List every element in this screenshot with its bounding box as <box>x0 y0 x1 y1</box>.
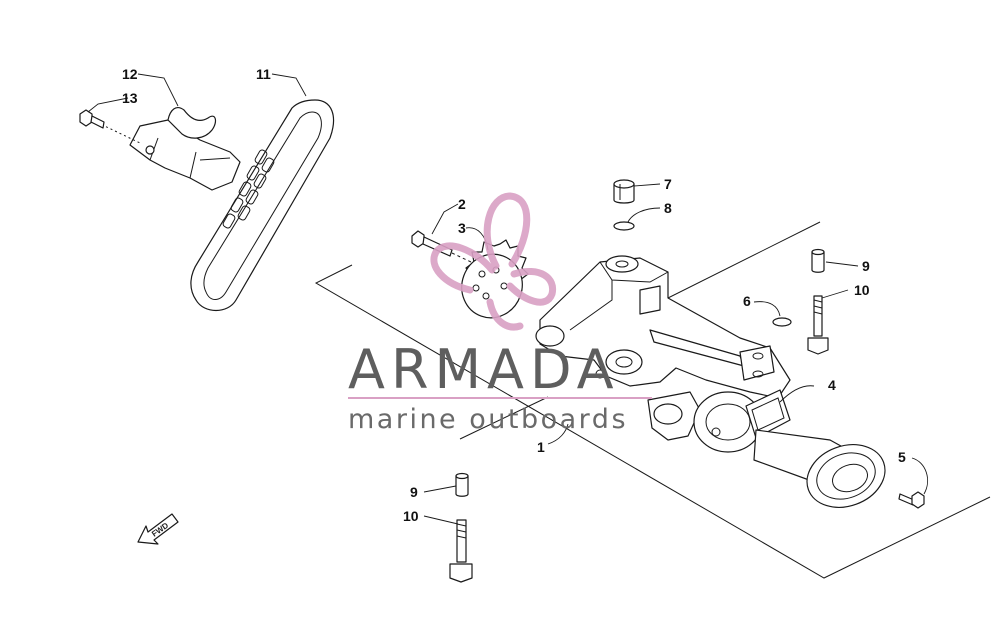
callout-1: 1 <box>537 439 545 455</box>
chain-tensioner <box>129 107 241 191</box>
bolt-10-upper <box>807 295 829 355</box>
forward-arrow-icon: FWD <box>137 513 179 545</box>
timing-chain <box>190 99 335 312</box>
o-ring-8 <box>613 221 635 231</box>
callout-12: 12 <box>122 66 138 82</box>
callout-2: 2 <box>458 196 466 212</box>
oil-pump-body <box>535 255 791 453</box>
callout-10-upper: 10 <box>854 282 870 298</box>
leader-lines <box>87 73 928 525</box>
callout-9-lower: 9 <box>410 484 418 500</box>
callout-7: 7 <box>664 176 672 192</box>
oil-strainer <box>753 429 886 508</box>
callout-9-upper: 9 <box>862 258 870 274</box>
gasket <box>745 389 791 439</box>
callout-3: 3 <box>458 220 466 236</box>
brand-tagline: marine outboards <box>348 404 628 435</box>
dowel-9-upper <box>811 248 825 273</box>
callout-13: 13 <box>122 90 138 106</box>
bolt-13 <box>79 109 141 144</box>
brand-logo-icon <box>430 192 557 331</box>
bolt-10-lower <box>449 519 473 583</box>
callout-5: 5 <box>898 449 906 465</box>
callout-labels: 1 2 3 4 5 6 7 8 9 10 9 10 11 12 13 <box>122 66 906 524</box>
dowel-9-lower <box>455 472 469 497</box>
callout-11: 11 <box>256 66 271 82</box>
brand-watermark: ARMADA marine outboards <box>348 338 652 435</box>
callout-4: 4 <box>828 377 836 393</box>
bolt-5 <box>898 491 925 509</box>
callout-6: 6 <box>743 293 751 309</box>
callout-8: 8 <box>664 200 672 216</box>
brand-name: ARMADA <box>348 338 620 401</box>
sleeve-7 <box>613 179 635 204</box>
o-ring-6 <box>772 317 792 327</box>
assembly-outline <box>314 221 991 579</box>
callout-10-lower: 10 <box>403 508 419 524</box>
